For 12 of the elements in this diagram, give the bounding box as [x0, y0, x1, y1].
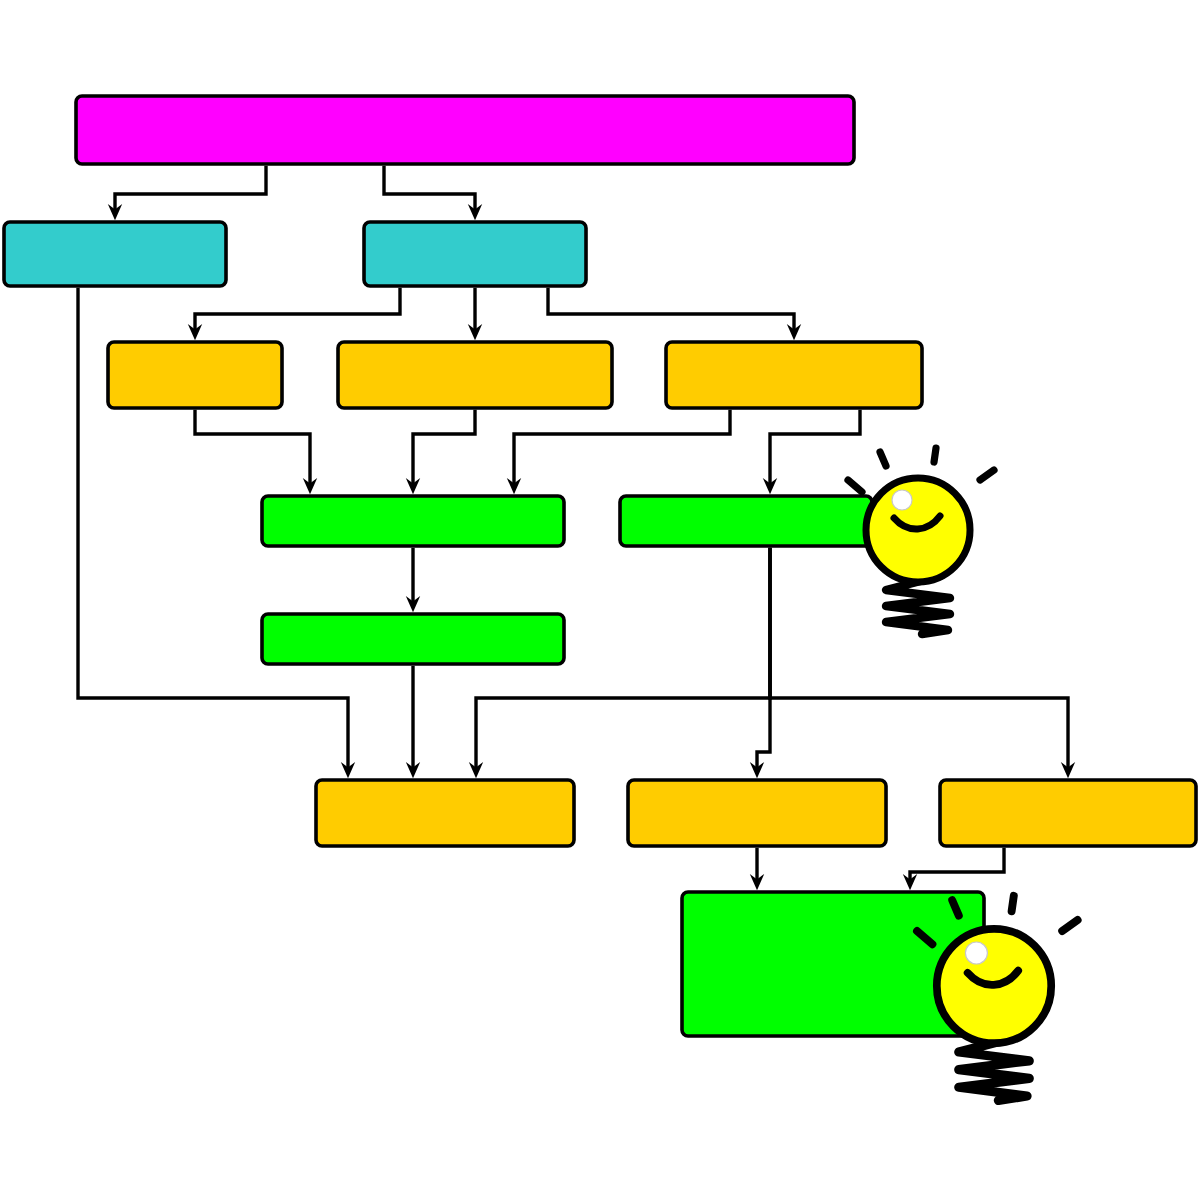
flow-box [938, 778, 1198, 848]
flow-box [314, 778, 576, 848]
flow-box [362, 220, 588, 288]
flow-box [260, 494, 566, 548]
flow-box [664, 340, 924, 410]
flow-box [74, 94, 856, 166]
flow-box [2, 220, 228, 288]
flow-box [336, 340, 614, 410]
flow-box [260, 612, 566, 666]
flow-box [618, 494, 874, 548]
flow-box [106, 340, 284, 410]
flow-box [626, 778, 888, 848]
